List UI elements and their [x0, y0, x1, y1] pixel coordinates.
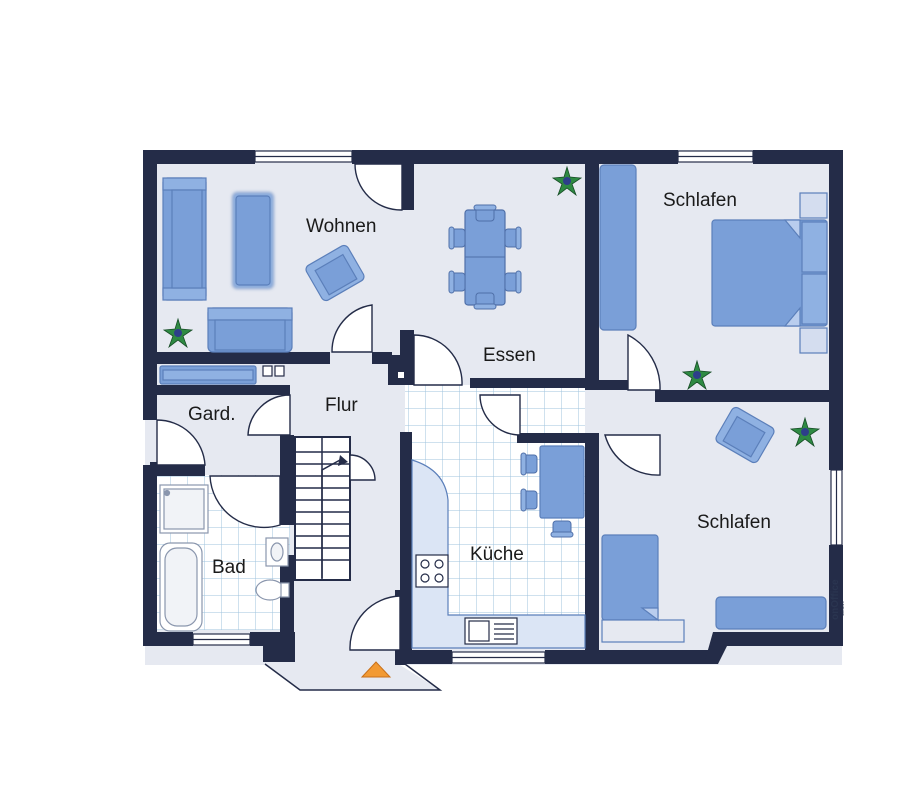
wardrobe — [599, 164, 637, 331]
dining-set — [448, 204, 522, 310]
staircase — [294, 436, 376, 581]
single-bed — [601, 534, 659, 621]
sink-icon — [464, 617, 518, 645]
kitchen-furniture — [411, 445, 586, 649]
kitchen-table — [539, 445, 585, 519]
room-label-kueche: Küche — [470, 544, 524, 565]
room-label-bad: Bad — [212, 557, 246, 578]
room-label-flur: Flur — [325, 395, 358, 416]
bedroom-top-furniture — [599, 164, 828, 354]
room-label-schlafen-bottom: Schlafen — [697, 512, 771, 533]
room-label-garderobe: Gard. — [188, 404, 236, 425]
double-bed — [711, 219, 828, 327]
room-label-schlafen-top: Schlafen — [663, 190, 737, 211]
living-furniture — [159, 177, 365, 385]
doors — [156, 163, 661, 651]
entry-bay — [264, 663, 443, 691]
room-label-essen: Essen — [483, 345, 536, 366]
brand-logo: onOffice software — [830, 579, 845, 620]
dresser — [715, 596, 827, 630]
windows — [192, 150, 843, 664]
entrance-arrow-icon — [360, 661, 392, 678]
walls — [143, 150, 843, 665]
stove-icon — [415, 554, 449, 588]
interior-walls — [150, 150, 840, 655]
svg-text:onOffice: onOffice — [830, 579, 841, 620]
armchair — [305, 244, 365, 302]
bathroom-fixtures — [159, 484, 290, 632]
bedroom-bottom-furniture — [601, 406, 827, 643]
svg-text:software: software — [840, 600, 845, 616]
counter — [411, 459, 586, 649]
toilet — [255, 579, 285, 601]
room-label-wohnen: Wohnen — [306, 216, 376, 237]
